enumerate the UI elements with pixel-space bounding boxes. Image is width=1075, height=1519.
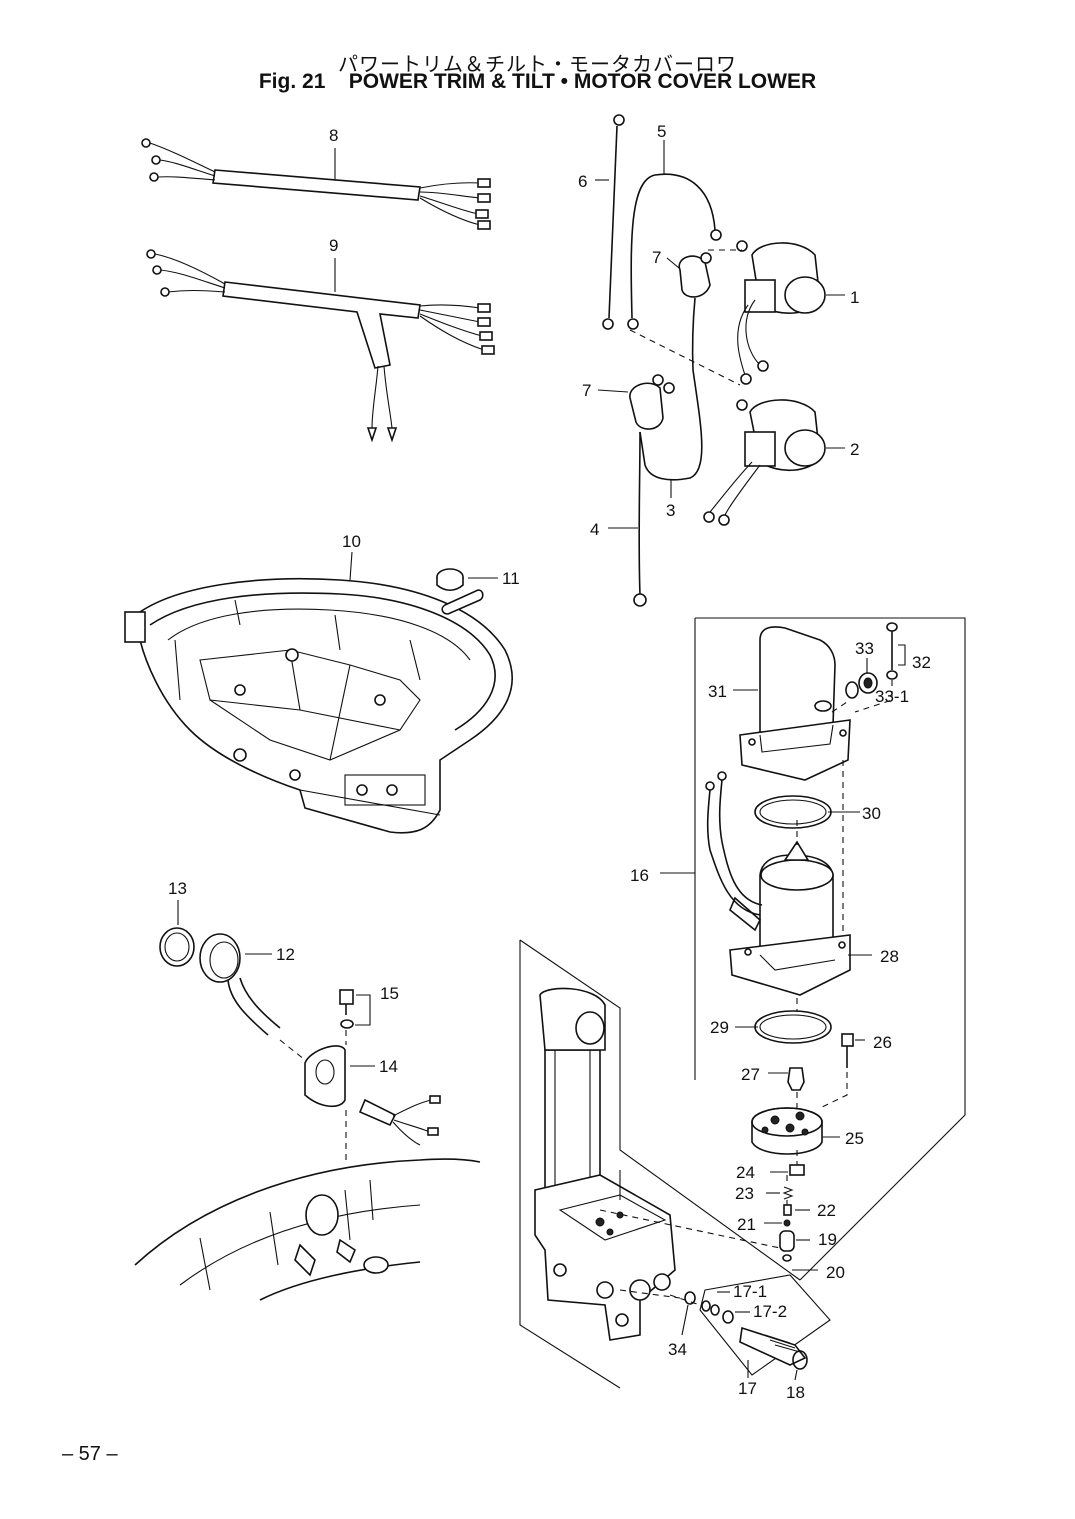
callout-21: 21 (737, 1215, 756, 1234)
callout-10: 10 (342, 532, 361, 551)
callout-16: 16 (630, 866, 649, 885)
part-27-filter (768, 1067, 805, 1110)
callout-5: 5 (657, 122, 666, 141)
part-26-screw (819, 1033, 865, 1109)
part-34-o-ring (681, 1291, 696, 1336)
callout-8: 8 (329, 126, 338, 145)
page-title-english: Fig. 21 POWER TRIM & TILT • MOTOR COVER … (0, 70, 1075, 94)
part-23-spring (766, 1186, 794, 1200)
callout-20: 20 (826, 1263, 845, 1282)
callout-7-lower: 7 (582, 381, 591, 400)
part-31-motor-cover (733, 626, 851, 781)
assembly-guide-line (279, 1030, 347, 1160)
figure-title: POWER TRIM & TILT • MOTOR COVER LOWER (348, 70, 817, 93)
assembly-guide-line (619, 1289, 701, 1306)
callout-17-1: 17-1 (733, 1282, 767, 1301)
part-28-motor (705, 771, 872, 996)
assembly-guide-line (629, 329, 741, 386)
callout-22: 22 (817, 1201, 836, 1220)
callout-15: 15 (380, 984, 399, 1003)
part-2-relay (703, 399, 845, 526)
callout-2: 2 (850, 440, 859, 459)
callout-17: 17 (738, 1379, 757, 1398)
callout-23: 23 (735, 1184, 754, 1203)
callout-3: 3 (666, 501, 675, 520)
callout-24: 24 (736, 1163, 755, 1182)
callout-28: 28 (880, 947, 899, 966)
part-5-lead-wire (627, 140, 722, 330)
callout-14: 14 (379, 1057, 398, 1076)
part-30-o-ring (754, 760, 860, 940)
part-18-circlip (792, 1350, 808, 1381)
callout-13: 13 (168, 879, 187, 898)
figure-label: Fig. 21 (258, 70, 326, 93)
part-13-o-ring (159, 900, 195, 967)
callout-27: 27 (741, 1065, 760, 1084)
callout-26: 26 (873, 1033, 892, 1052)
part-7-terminal-cover-upper (666, 252, 712, 371)
page-number: – 57 – (62, 1443, 118, 1465)
part-4-lead-wire (608, 431, 647, 607)
part-12-grommet-with-cable (199, 933, 281, 1036)
tilt-cylinder (534, 987, 781, 1341)
callout-25: 25 (845, 1129, 864, 1148)
part-19-valve (779, 1230, 810, 1252)
part-29-o-ring (735, 998, 832, 1044)
callout-19: 19 (818, 1230, 837, 1249)
callout-18: 18 (786, 1383, 805, 1402)
part-1-relay (736, 240, 845, 385)
part-10-motor-cover-lower (124, 551, 513, 834)
callout-11: 11 (502, 569, 520, 588)
part-15-screw-washer (339, 989, 371, 1029)
part-17-manual-valve (699, 1274, 831, 1378)
callout-30: 30 (862, 804, 881, 823)
part-17-2-o-ring (722, 1310, 750, 1324)
callout-31: 31 (708, 682, 727, 701)
callout-12: 12 (276, 945, 295, 964)
part-33-1-washer (831, 680, 893, 713)
callout-32: 32 (912, 653, 931, 672)
part-25-pump (751, 1107, 840, 1155)
part-20-o-ring (782, 1150, 818, 1271)
callout-17-2: 17-2 (753, 1302, 787, 1321)
part-32-bolt (886, 622, 906, 680)
part-8-wire-harness (141, 138, 491, 230)
part-16-trim-motor-assembly (660, 617, 966, 1281)
callout-1: 1 (850, 288, 859, 307)
callout-4: 4 (590, 520, 599, 539)
lower-cover-section (134, 1158, 481, 1301)
part-6-ground-lead (595, 114, 625, 330)
part-7-terminal-cover-lower (597, 374, 675, 430)
callout-6: 6 (578, 172, 587, 191)
part-24-check-valve (770, 1164, 805, 1176)
part-17-1-o-ring (701, 1291, 730, 1316)
part-3-lead-wire (639, 369, 703, 498)
callout-33-1: 33-1 (875, 687, 909, 706)
callout-labels: 1 2 3 4 5 6 7 7 8 9 10 11 12 13 14 15 16… (168, 122, 931, 1402)
part-9-wire-harness (146, 249, 495, 443)
part-33-grommet (858, 658, 878, 694)
callout-34: 34 (668, 1340, 687, 1359)
callout-33: 33 (855, 639, 874, 658)
callout-29: 29 (710, 1018, 729, 1037)
part-21-ball (764, 1219, 791, 1227)
callout-7-upper: 7 (652, 248, 661, 267)
cylinder-assembly-box (519, 939, 801, 1389)
part-22-pin (783, 1204, 810, 1216)
callout-9: 9 (329, 236, 338, 255)
part-14-bracket (304, 1045, 441, 1146)
part-11-grommet (436, 568, 498, 615)
page-title-japanese: パワートリム＆チルト・モータカバーロワ (338, 52, 737, 76)
